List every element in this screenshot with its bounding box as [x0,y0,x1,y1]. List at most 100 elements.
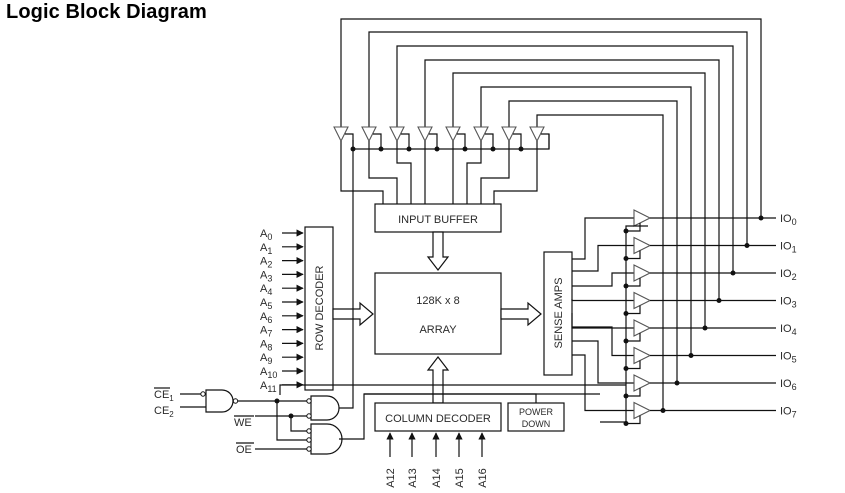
io-pin-label: IO7 [780,406,797,420]
output-enable-wire [626,415,641,425]
output-tristate-buffer [633,319,652,337]
feedback-wire [508,100,678,383]
output-enable-wire [626,250,641,260]
feedback-wire [452,72,706,328]
memory-array-block: 128K x 8 ARRAY [374,272,502,355]
row-address-label: A4 [260,283,272,297]
ce-nand-gate [205,389,234,413]
sense-amp-output-wire [571,313,634,329]
array-label: ARRAY [419,324,457,336]
row-address-label: A2 [260,256,272,270]
output-enable-wire [626,278,641,287]
input-tristate-buffer [501,126,517,143]
sense-amp-output-wire [571,299,634,302]
output-tristate-buffer [633,401,652,420]
io-tap-dot [744,243,750,248]
diagram-title: Logic Block Diagram [6,1,207,23]
row-address-label: A1 [260,242,272,256]
row-address-label: A0 [260,228,272,242]
output-tristate-buffer [633,236,652,255]
power-down-label-2: DOWN [522,419,551,429]
input-tristate-buffer [417,126,433,143]
io-tap-dot [758,215,764,221]
io-pin-label: IO2 [780,268,797,282]
column-address-label: A15 [454,468,466,488]
sense-amp-output-wire [572,340,634,384]
io-feedback-wires [340,18,762,411]
input-tristate-buffer [333,126,349,143]
buffer-to-input-buffer-wire [396,141,412,204]
control-logic: CE1 CE2 WE OE [154,140,626,456]
feedback-wire [340,18,762,218]
io-tap-dot [674,380,680,386]
row-address-label: A3 [260,269,272,283]
io-pin-label: IO1 [780,241,797,255]
ce2-label: CE2 [154,405,174,419]
power-down-label-1: POWER [519,407,554,417]
output-tristate-buffer [633,346,652,365]
input-tristate-buffer [361,126,377,143]
row-address-label: A6 [260,311,272,325]
feedback-wire [396,45,734,273]
sense-amp-output-wire [572,217,634,260]
buffer-to-input-buffer-wire [480,141,510,204]
feedback-wire [536,114,664,411]
output-enable-wire [626,305,641,315]
io-tap-dot [660,408,666,413]
io-pin-label: IO4 [780,323,797,337]
buffer-enable-wire [429,133,438,149]
io-pin-label: IO3 [780,296,797,310]
buffer-enable-wire [401,133,410,149]
oe-label: OE [236,444,252,456]
buffer-enable-wire [373,133,382,149]
input-enable-bus [353,134,550,150]
output-enable-wire [626,360,641,370]
arrow-buffer-to-array [426,231,450,271]
input-buffer-block: INPUT BUFFER [374,203,502,233]
io-tap-dot [688,353,694,358]
column-address-label: A16 [477,468,489,488]
output-tristate-buffer [633,374,652,392]
buffer-enable-wire [345,133,354,149]
output-enable-wire [626,333,641,342]
sense-amp-output-wire [572,354,634,412]
input-tristate-buffer [445,126,461,143]
row-decoder-label: ROW DECODER [314,265,326,350]
arrow-array-to-sense-amps [500,301,542,327]
buffer-enable-wire [485,133,494,149]
io-pin-label: IO6 [780,378,797,392]
row-address-label: A5 [260,297,272,311]
column-decoder-block: COLUMN DECODER [374,402,502,432]
ce1-label: CE1 [154,389,174,403]
row-decoder-block: ROW DECODER [304,226,334,391]
output-enable-wire [626,388,641,397]
output-enable-top [625,225,648,231]
io-tap-dot [702,325,708,331]
output-tristate-buffer [633,291,652,310]
buffer-enable-wire [513,133,522,149]
buffer-to-input-buffer-wire [340,141,384,204]
buffer-enable-wire [457,133,466,149]
row-address-label: A8 [260,338,272,352]
feedback-wire [424,59,720,301]
input-tristate-buffer [389,126,405,143]
buffer-to-input-buffer-wire [493,141,538,204]
sense-amps-label: SENSE AMPS [553,278,565,349]
io-tap-dot [730,270,736,276]
row-address-label: A7 [260,325,272,339]
row-address-label: A9 [260,352,272,366]
sense-amp-output-wire [572,244,634,272]
sense-amp-output-wire [572,272,634,287]
column-address-label: A13 [407,468,419,488]
buffer-to-input-buffer-wire [466,141,482,204]
feedback-wire [368,31,748,246]
io-pin-label: IO0 [780,213,797,227]
sense-amps-block: SENSE AMPS [543,251,573,376]
io-tap-dot [716,298,722,303]
input-buffer-label: INPUT BUFFER [398,214,478,226]
sense-amp-output-wire [572,326,634,357]
we-label: WE [234,417,252,429]
